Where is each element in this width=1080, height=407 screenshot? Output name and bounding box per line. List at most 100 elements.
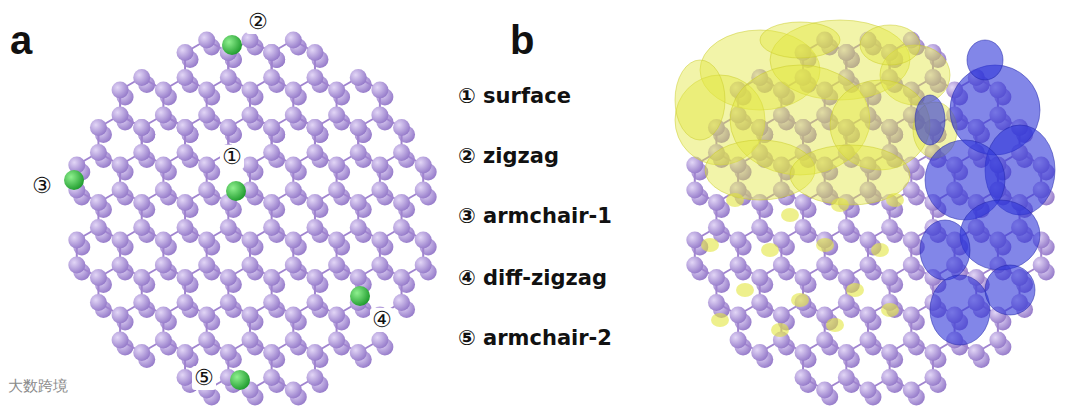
atom xyxy=(112,82,129,99)
atom xyxy=(306,69,323,86)
yellow-isosurface xyxy=(791,293,809,307)
atom xyxy=(881,344,898,361)
legend-item: ⑤ armchair-2 xyxy=(458,327,612,350)
atom xyxy=(112,107,129,124)
atom xyxy=(328,232,345,249)
atom xyxy=(371,107,388,124)
legend-item: ④ diff-zigzag xyxy=(458,267,607,290)
yellow-isosurface xyxy=(826,318,844,332)
yellow-isosurface xyxy=(771,323,789,337)
atom xyxy=(112,157,129,174)
atom xyxy=(371,232,388,249)
atom xyxy=(198,307,215,324)
atom xyxy=(306,269,323,286)
atom xyxy=(751,269,768,286)
yellow-isosurface xyxy=(881,303,899,317)
atom xyxy=(881,219,898,236)
atom xyxy=(198,232,215,249)
atom xyxy=(730,307,747,324)
atom xyxy=(133,269,150,286)
atom xyxy=(177,119,194,136)
atom xyxy=(68,232,85,249)
atom xyxy=(924,344,941,361)
atom xyxy=(263,119,280,136)
atom xyxy=(350,344,367,361)
callout-number: ④ xyxy=(370,308,394,332)
atom xyxy=(263,344,280,361)
atom xyxy=(816,382,833,399)
atom xyxy=(393,194,410,211)
legend-item: ③ armchair-1 xyxy=(458,205,612,228)
atom xyxy=(350,119,367,136)
atom xyxy=(177,219,194,236)
atom xyxy=(155,257,172,274)
atom xyxy=(924,369,941,386)
atom xyxy=(306,219,323,236)
atom xyxy=(730,257,747,274)
blue-isosurface xyxy=(985,265,1035,315)
atom xyxy=(112,307,129,324)
atom xyxy=(112,332,129,349)
lattice-a xyxy=(68,32,436,406)
atom xyxy=(816,332,833,349)
green-atom xyxy=(222,35,242,55)
atom xyxy=(220,119,237,136)
atom xyxy=(90,144,107,161)
atom xyxy=(177,294,194,311)
atom xyxy=(285,82,302,99)
atom xyxy=(242,32,259,49)
atom xyxy=(285,157,302,174)
atom xyxy=(328,157,345,174)
atom xyxy=(730,332,747,349)
atom xyxy=(90,194,107,211)
atom xyxy=(220,269,237,286)
atom xyxy=(155,232,172,249)
atom xyxy=(263,69,280,86)
yellow-isosurface xyxy=(711,313,729,327)
atom xyxy=(328,257,345,274)
atom xyxy=(177,194,194,211)
watermark: 大数跨境 xyxy=(8,378,68,395)
atom xyxy=(177,144,194,161)
atom xyxy=(708,219,725,236)
atom xyxy=(285,182,302,199)
atom xyxy=(328,82,345,99)
atom xyxy=(155,82,172,99)
atom xyxy=(133,119,150,136)
atom xyxy=(198,257,215,274)
atom xyxy=(1033,257,1050,274)
atom xyxy=(68,257,85,274)
green-atom xyxy=(64,170,84,190)
atom xyxy=(242,82,259,99)
atom xyxy=(263,369,280,386)
atom xyxy=(133,344,150,361)
callout-number: ② xyxy=(246,10,270,34)
atom xyxy=(371,82,388,99)
atom xyxy=(242,332,259,349)
atom xyxy=(306,119,323,136)
atom xyxy=(177,269,194,286)
atom xyxy=(838,344,855,361)
atom xyxy=(393,219,410,236)
yellow-isosurface xyxy=(816,238,834,252)
atom xyxy=(708,294,725,311)
atom xyxy=(350,219,367,236)
atom xyxy=(285,332,302,349)
atom xyxy=(220,219,237,236)
atom xyxy=(795,369,812,386)
atom xyxy=(686,257,703,274)
atom xyxy=(177,344,194,361)
atom xyxy=(285,382,302,399)
atom xyxy=(350,269,367,286)
callout-number: ⑤ xyxy=(192,366,216,390)
yellow-isosurface xyxy=(781,208,799,222)
atom xyxy=(393,269,410,286)
atom xyxy=(328,332,345,349)
atom xyxy=(90,269,107,286)
atom xyxy=(198,107,215,124)
yellow-isosurface xyxy=(736,283,754,297)
atom xyxy=(903,232,920,249)
atom xyxy=(133,119,150,136)
atom xyxy=(133,219,150,236)
atom xyxy=(393,119,410,136)
